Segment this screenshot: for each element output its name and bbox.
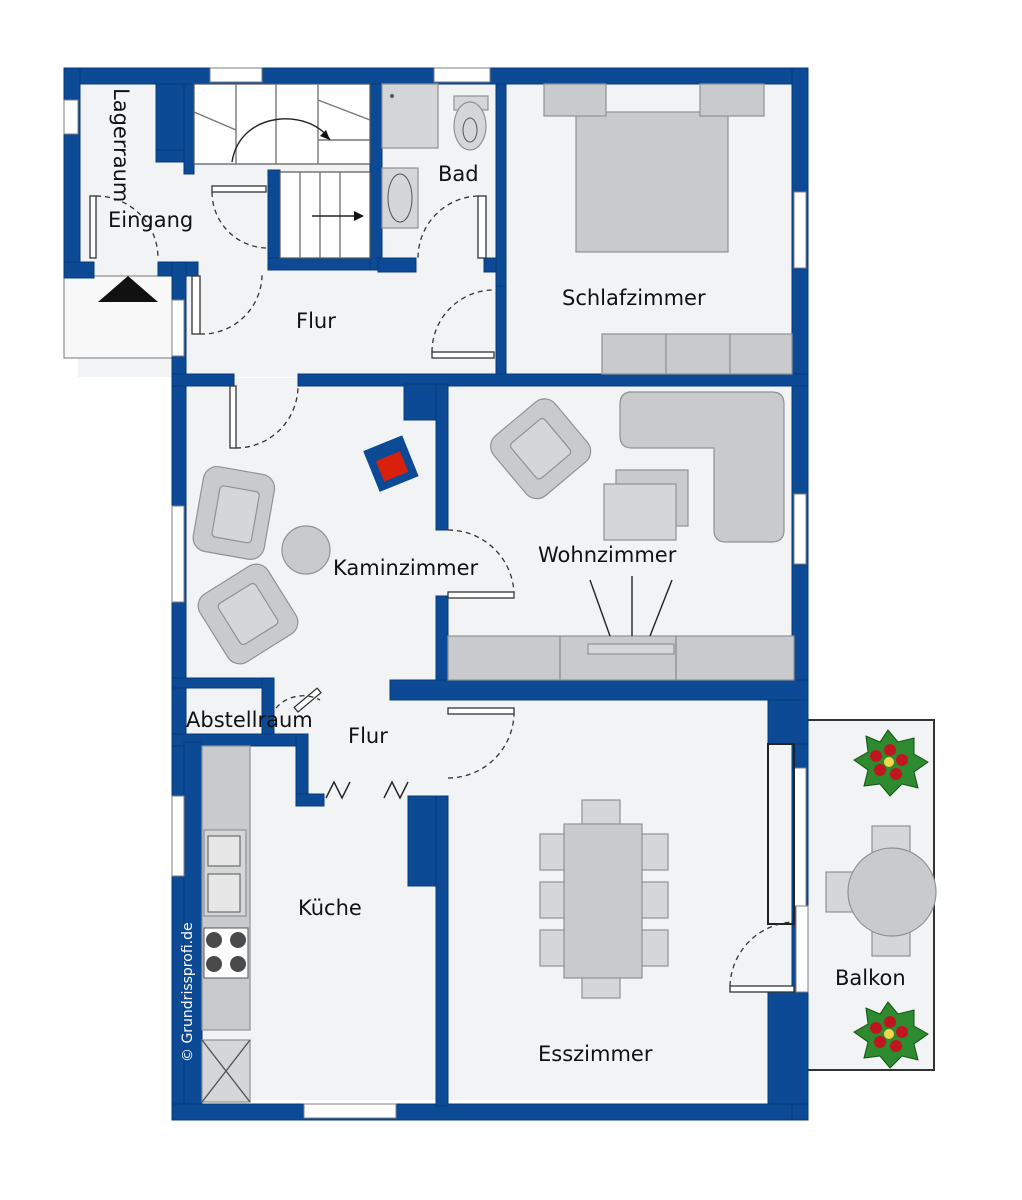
- bathtub: [381, 167, 419, 229]
- balcony-furniture: [825, 825, 937, 957]
- room-label-kaminzimmer: Kaminzimmer: [333, 556, 479, 580]
- wardrobe: [601, 333, 793, 375]
- window-lagerraum: [63, 99, 79, 135]
- folding-door: [325, 780, 351, 800]
- room-label-wohnzimmer: Wohnzimmer: [538, 543, 677, 567]
- side-table: [281, 525, 331, 575]
- windows: [63, 67, 809, 1119]
- window-schlafzimmer: [793, 191, 807, 269]
- window-flur: [171, 299, 185, 357]
- doors: [89, 185, 795, 993]
- credit-text: © Grundrissprofi.de: [180, 922, 196, 1062]
- window-kueche: [171, 795, 185, 877]
- flower-pot-icon: [853, 729, 929, 797]
- bathroom-fixtures: [381, 83, 489, 229]
- entrance-arrow-icon: [98, 276, 158, 302]
- room-label-eingang: Eingang: [108, 208, 193, 232]
- window-kaminzimmer: [171, 505, 185, 603]
- shower-tray: [381, 83, 439, 149]
- balcony-door-opening: [795, 905, 809, 993]
- room-label-schlafzimmer: Schlafzimmer: [562, 286, 706, 310]
- room-label-lagerraum: Lagerraum: [109, 88, 133, 202]
- kitchen-counter: [201, 745, 251, 1103]
- tv-sideboard: [447, 635, 795, 681]
- armchair-1: [192, 466, 276, 560]
- flower-pot-icon: [853, 1001, 929, 1069]
- fireplace-icon: [363, 435, 419, 492]
- window-bottom-kueche: [303, 1103, 397, 1119]
- bed: [543, 83, 765, 253]
- window-wohnzimmer: [793, 493, 807, 565]
- dining-table: [539, 799, 669, 999]
- balcony-railing: [767, 743, 795, 925]
- stove: [203, 927, 249, 979]
- tv: [587, 643, 675, 655]
- room-label-abstellraum: Abstellraum: [186, 708, 313, 732]
- corner-sofa: [619, 391, 785, 543]
- window-top-bad: [433, 67, 491, 83]
- window-top-stairs: [209, 67, 263, 83]
- coffee-table: [603, 483, 677, 541]
- window-esszimmer: [793, 767, 807, 907]
- room-label-flur-top: Flur: [296, 309, 336, 333]
- armchair-3: [490, 398, 592, 500]
- room-label-balkon: Balkon: [835, 966, 906, 990]
- armchair-2: [197, 563, 299, 665]
- room-label-bad: Bad: [438, 162, 479, 186]
- staircase: [193, 83, 371, 259]
- room-label-kueche: Küche: [298, 896, 362, 920]
- room-label-flur-mid: Flur: [348, 724, 388, 748]
- room-label-esszimmer: Esszimmer: [538, 1042, 653, 1066]
